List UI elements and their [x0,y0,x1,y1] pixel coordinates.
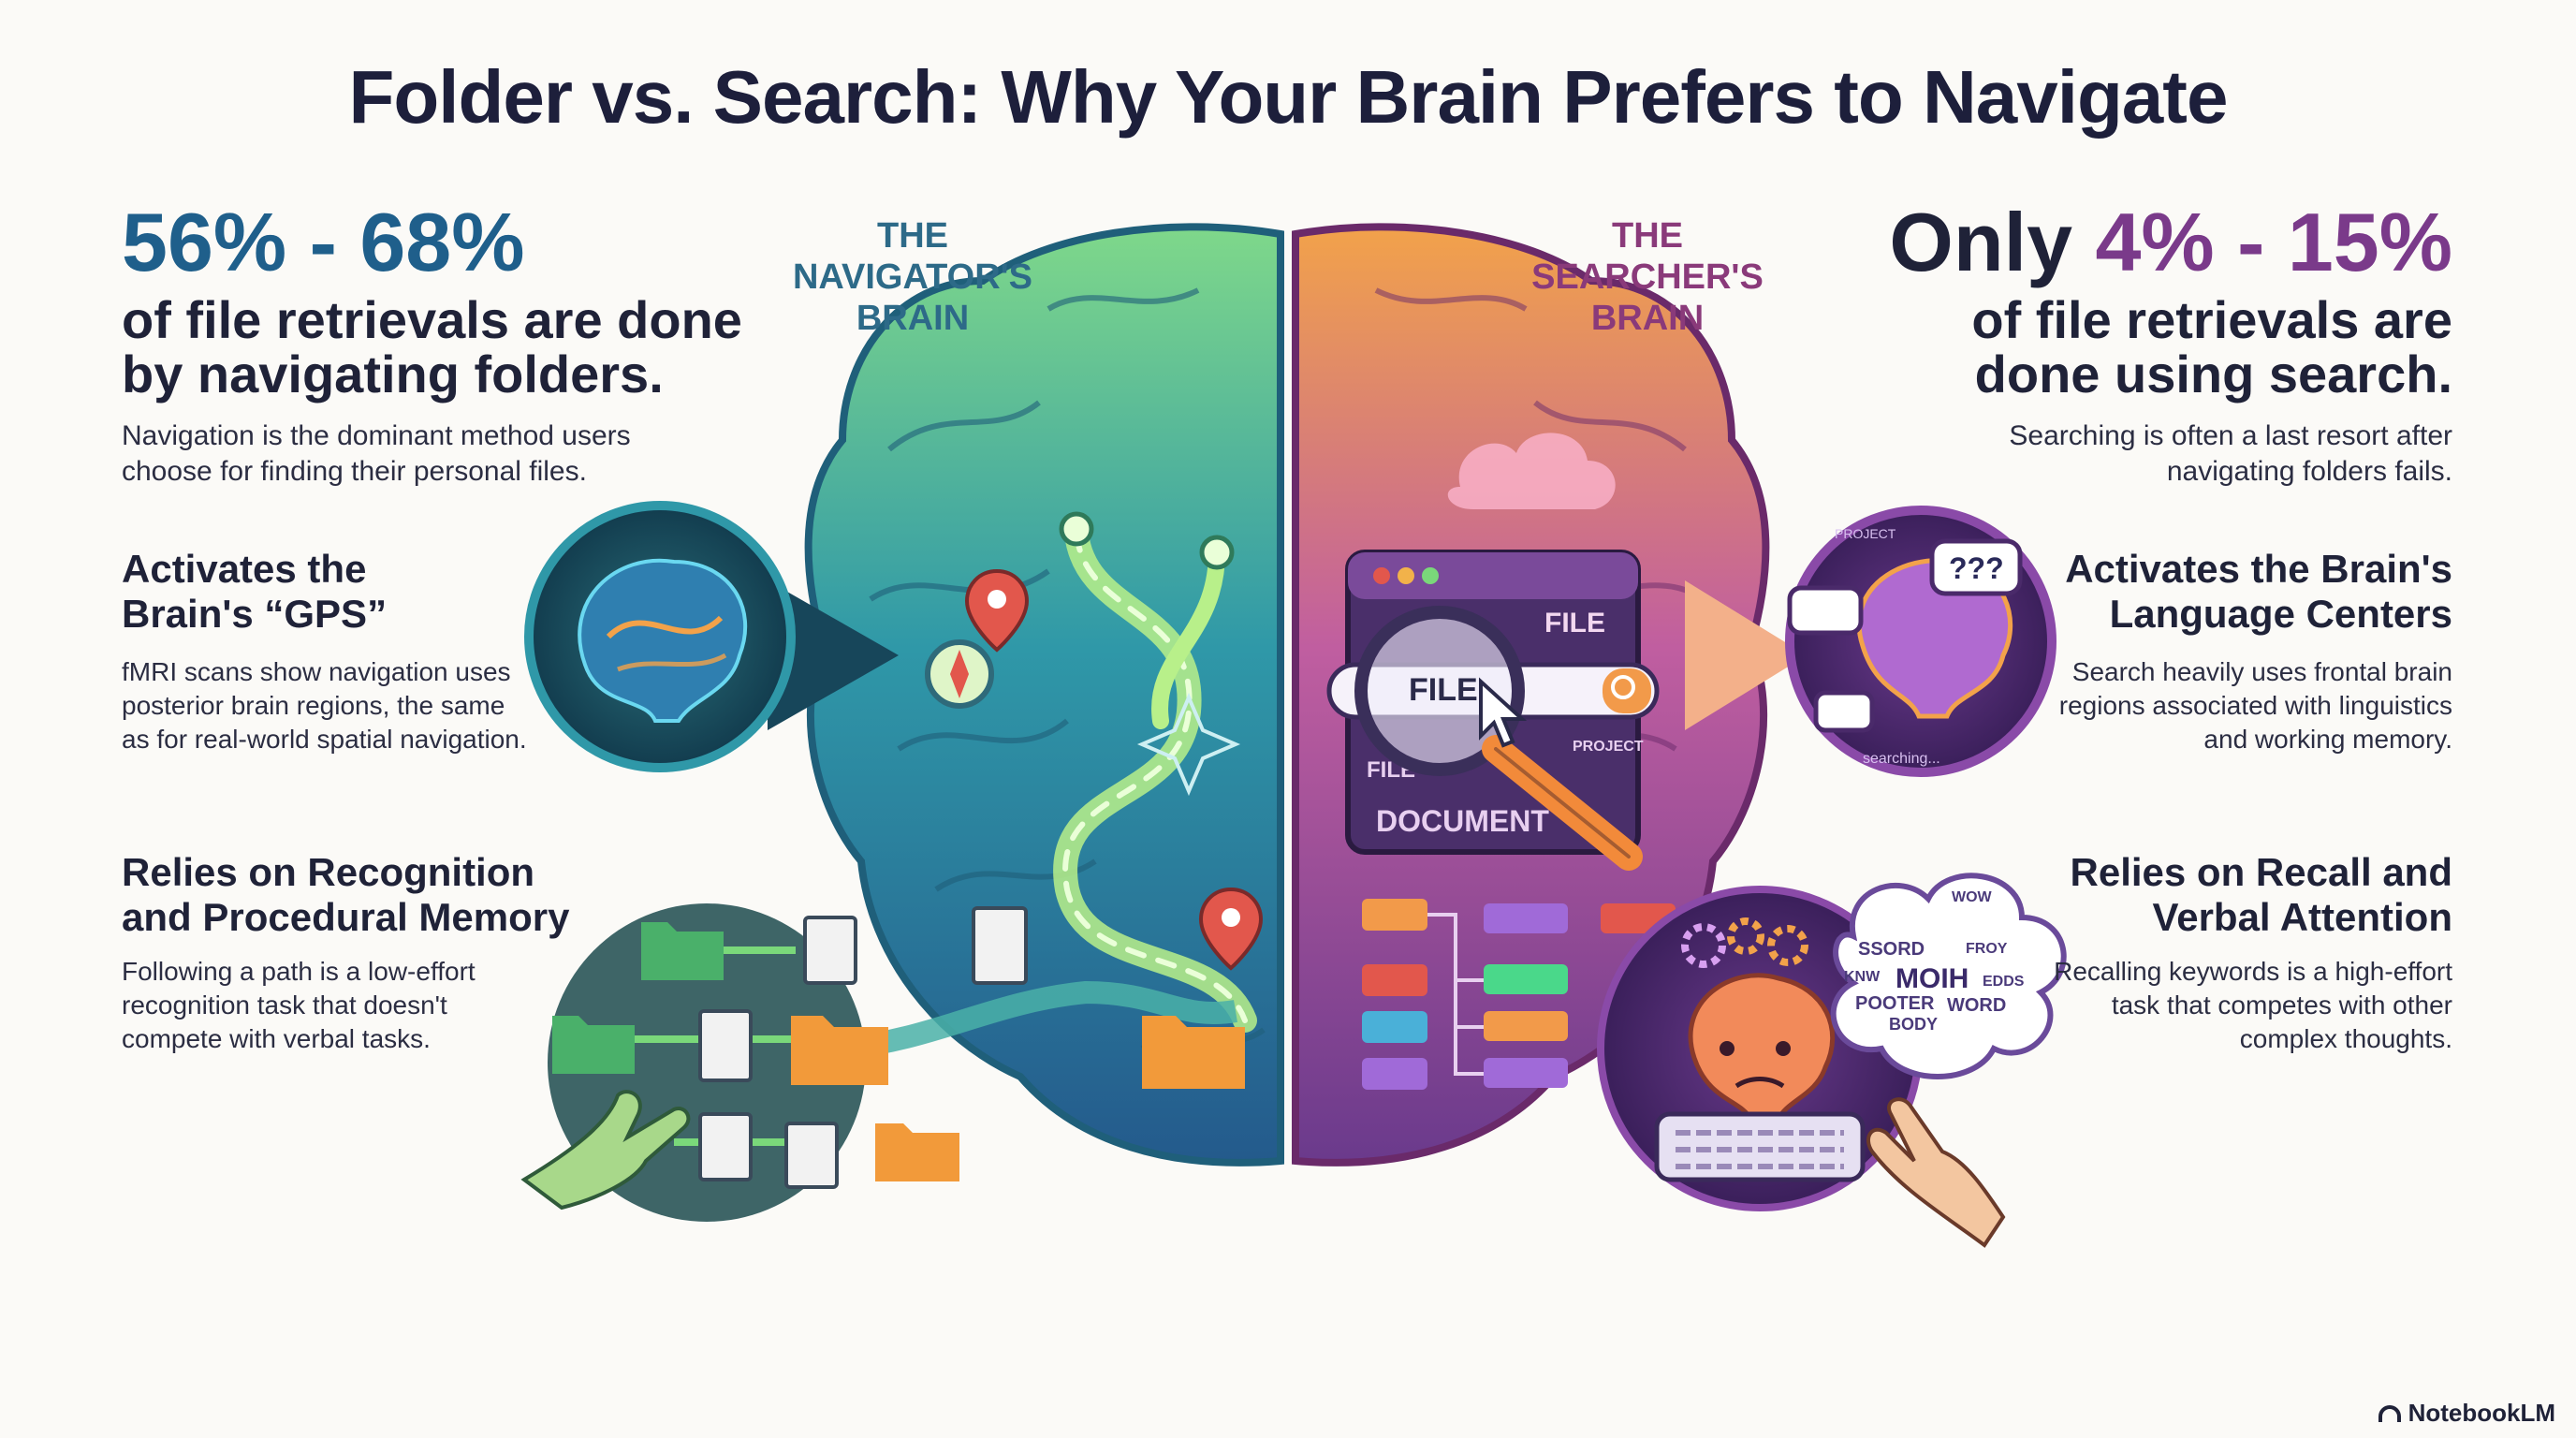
notebooklm-brand: NotebookLM [2378,1399,2555,1428]
search-headline-line: done using search. [1974,345,2452,404]
search-headline-line: of file retrievals are [1971,290,2452,349]
word-cloud-word: FROY [1966,941,2008,957]
gps-brain-circle [524,501,899,772]
recall-desc-line: complex thoughts. [2239,1024,2452,1053]
word-cloud-word: POOTER [1855,993,1935,1014]
gps-block: Activates the Brain's “GPS” fMRI scans s… [122,547,608,756]
navigator-label-line: THE [877,216,948,256]
file-label: FILE [1544,608,1605,638]
search-desc-line: Searching is often a last resort after [2009,420,2452,451]
language-desc-line: and working memory. [2203,725,2452,754]
page-title: Folder vs. Search: Why Your Brain Prefer… [348,55,2229,139]
searcher-hemisphere: FILE FILE PROJECT DOCUMENT FILE [1292,223,1770,1167]
recall-block: Relies on Recall and Verbal Attention Re… [2012,850,2452,1056]
word-cloud-word: WOW [1952,889,1993,905]
language-desc-line: Search heavily uses frontal brain [2071,657,2452,686]
search-stat-block: Only 4% - 15% of file retrievals are don… [1853,201,2452,490]
question-bubble-text: ??? [1949,551,2004,585]
search-stat: Only 4% - 15% [1853,201,2452,284]
search-stat-value: 4% - 15% [2095,196,2452,288]
project-small-label: PROJECT [1573,739,1644,755]
gps-title-line: Brain's “GPS” [122,592,388,636]
project-label: PROJECT [1835,526,1896,541]
document-label: DOCUMENT [1376,804,1549,838]
recall-desc-line: task that competes with other [2111,990,2452,1020]
word-cloud-word: MOIH [1895,963,1969,994]
searcher-brain-label: THE SEARCHER'S BRAIN [1507,215,1788,339]
recognition-desc-line: recognition task that doesn't [122,990,447,1020]
gps-desc-line: posterior brain regions, the same [122,691,505,720]
searcher-label-line: SEARCHER'S [1531,257,1764,297]
search-stat-prefix: Only [1889,196,2096,288]
recall-title-line: Relies on Recall and [2070,850,2452,894]
navigation-headline-line: by navigating folders. [122,345,664,404]
navigator-label-line: BRAIN [856,299,970,338]
word-cloud-word: BODY [1889,1015,1938,1034]
gps-desc-line: fMRI scans show navigation uses [122,657,511,686]
searcher-label-line: BRAIN [1590,299,1705,338]
word-cloud-word: EDDS [1983,974,2025,990]
language-title-line: Language Centers [2109,592,2452,636]
language-brain-circle: ??? PROJECT searching... [1685,506,2056,777]
word-cloud-word: SSORD [1858,939,1925,960]
word-cloud-word: KNW [1844,969,1881,985]
search-box-text: FILE [1409,672,1478,708]
navigation-stat: 56% - 68% [122,196,525,288]
gps-title-line: Activates the [122,547,367,591]
recognition-desc-line: compete with verbal tasks. [122,1024,431,1053]
recognition-block: Relies on Recognition and Procedural Mem… [122,850,646,1056]
notebooklm-icon [2378,1404,2401,1422]
search-desc-line: navigating folders fails. [2166,456,2452,487]
recall-brain-circle: WOW SSORD FROY KNW MOIH EDDS POOTER WORD… [1597,873,2067,1248]
folder-navigation-circle [520,903,1245,1222]
recognition-title-line: and Procedural Memory [122,895,570,939]
navigation-desc-line: Navigation is the dominant method users [122,420,631,451]
navigation-desc-line: choose for finding their personal files. [122,456,587,487]
brand-label: NotebookLM [2408,1399,2555,1427]
language-title-line: Activates the Brain's [2065,547,2452,591]
navigator-label-line: NAVIGATOR'S [792,257,1033,297]
navigator-brain-label: THE NAVIGATOR'S BRAIN [749,215,1076,339]
recognition-desc-line: Following a path is a low-effort [122,957,476,986]
navigation-stat-block: 56% - 68% of file retrievals are done by… [122,201,796,490]
recall-title-line: Verbal Attention [2152,895,2452,939]
searching-label: searching... [1863,751,1940,767]
gps-desc-line: as for real-world spatial navigation. [122,725,527,754]
language-desc-line: regions associated with linguistics [2058,691,2452,720]
searcher-label-line: THE [1612,216,1683,256]
word-cloud-word: WORD [1947,995,2006,1016]
recognition-title-line: Relies on Recognition [122,850,535,894]
word-cloud: WOW SSORD FROY KNW MOIH EDDS POOTER WORD… [1844,889,2025,1034]
navigation-headline-line: of file retrievals are done [122,290,742,349]
language-block: Activates the Brain's Language Centers S… [1984,547,2452,756]
recall-desc-line: Recalling keywords is a high-effort [2054,957,2452,986]
